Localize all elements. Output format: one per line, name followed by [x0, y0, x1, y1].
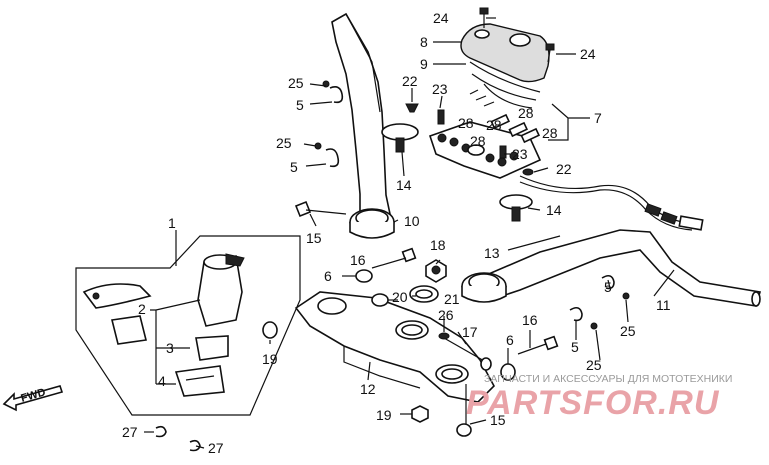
label-part-12: 12 — [360, 381, 376, 397]
clip-5-mid-left — [314, 142, 340, 168]
leader-lines — [144, 17, 675, 449]
label-part-10: 10 — [404, 213, 420, 229]
fwd-label: FWD — [20, 386, 47, 404]
upper-holder — [428, 89, 542, 179]
part-labels: 1 2 3 4 5 5 5 5 6 6 7 8 9 10 11 12 13 14… — [122, 10, 671, 456]
label-part-26: 26 — [438, 307, 454, 323]
label-part-25a: 25 — [288, 75, 304, 91]
label-part-14a: 14 — [396, 177, 412, 193]
label-part-16b: 16 — [522, 312, 538, 328]
label-part-24b: 24 — [580, 46, 596, 62]
label-part-27a: 27 — [122, 424, 138, 440]
bolt-16-left — [371, 247, 417, 269]
lower-bridge — [294, 291, 495, 403]
handlebar-plug-upper — [381, 123, 419, 153]
label-part-19a: 19 — [262, 351, 278, 367]
label-part-1: 1 — [168, 215, 176, 231]
label-part-28a: 28 — [458, 115, 474, 131]
screw-23-right — [499, 145, 507, 159]
label-part-27b: 27 — [208, 440, 224, 456]
collar-20 — [371, 293, 389, 307]
label-part-6b: 6 — [506, 332, 514, 348]
label-part-24a: 24 — [433, 10, 449, 26]
label-part-28e: 28 — [470, 133, 486, 149]
label-part-6a: 6 — [324, 268, 332, 284]
collar-6-left — [355, 269, 373, 283]
label-part-15b: 15 — [490, 412, 506, 428]
label-part-11: 11 — [656, 297, 671, 313]
bolt-15-bottom — [456, 384, 472, 437]
label-part-25d: 25 — [586, 357, 602, 373]
bolt-17 — [443, 337, 492, 371]
wire-harness — [519, 175, 704, 231]
top-cover — [460, 23, 550, 109]
right-handlebar — [461, 229, 762, 307]
label-part-17: 17 — [462, 324, 478, 340]
clip-5-upper-left — [322, 80, 344, 104]
screw-22-right — [522, 168, 534, 176]
clip-27-lower — [189, 439, 201, 452]
washer-26 — [438, 332, 450, 340]
label-part-7: 7 — [594, 110, 602, 126]
nut-19-left — [262, 321, 278, 339]
label-part-22b: 22 — [556, 161, 572, 177]
label-part-5a: 5 — [296, 97, 304, 113]
label-part-21: 21 — [444, 291, 460, 307]
label-part-23b: 23 — [512, 146, 528, 162]
label-part-4: 4 — [158, 373, 166, 389]
label-part-5b: 5 — [290, 159, 298, 175]
nut-18 — [425, 259, 447, 283]
label-part-25c: 25 — [620, 323, 636, 339]
label-part-5d: 5 — [571, 339, 579, 355]
screw-25-right-upper — [622, 292, 630, 300]
label-part-15a: 15 — [306, 230, 322, 246]
label-part-28d: 28 — [542, 125, 558, 141]
label-part-13: 13 — [484, 245, 500, 261]
label-part-22a: 22 — [402, 73, 418, 89]
label-part-5c: 5 — [604, 279, 612, 295]
bolt-24-upper — [479, 7, 489, 28]
clip-27-upper — [155, 425, 167, 438]
watermark-brand: PARTSFOR.RU — [466, 384, 720, 422]
fwd-arrow-icon: FWD — [2, 385, 64, 412]
label-part-23a: 23 — [432, 81, 448, 97]
label-part-18: 18 — [430, 237, 446, 253]
watermark: ЗАПЧАСТИ И АКСЕССУАРЫ ДЛЯ МОТОТЕХНИКИ PA… — [466, 373, 732, 422]
label-part-2: 2 — [138, 301, 146, 317]
bolt-16-right — [517, 335, 559, 355]
watermark-tagline: ЗАПЧАСТИ И АКСЕССУАРЫ ДЛЯ МОТОТЕХНИКИ — [484, 373, 732, 385]
handlebar-plug-lower — [499, 194, 533, 222]
clip-5-right-lower — [569, 306, 583, 322]
left-handlebar — [331, 12, 395, 239]
bolt-15-left — [294, 200, 347, 218]
label-part-19b: 19 — [376, 407, 392, 423]
screw-25-right-lower — [590, 322, 598, 330]
label-part-16a: 16 — [350, 252, 366, 268]
nut-19-bottom — [411, 405, 429, 423]
label-part-28c: 28 — [518, 105, 534, 121]
label-part-9: 9 — [420, 56, 428, 72]
washer-21 — [409, 285, 439, 303]
screw-23-left — [437, 109, 445, 125]
label-part-3: 3 — [166, 340, 174, 356]
label-part-28b: 28 — [486, 117, 502, 133]
label-part-25b: 25 — [276, 135, 292, 151]
label-part-8: 8 — [420, 34, 428, 50]
ignition-switch-box — [75, 235, 301, 416]
screw-22-upper — [405, 103, 419, 113]
label-part-14b: 14 — [546, 202, 562, 218]
label-part-20: 20 — [392, 289, 408, 305]
bolt-24-right — [545, 43, 555, 63]
